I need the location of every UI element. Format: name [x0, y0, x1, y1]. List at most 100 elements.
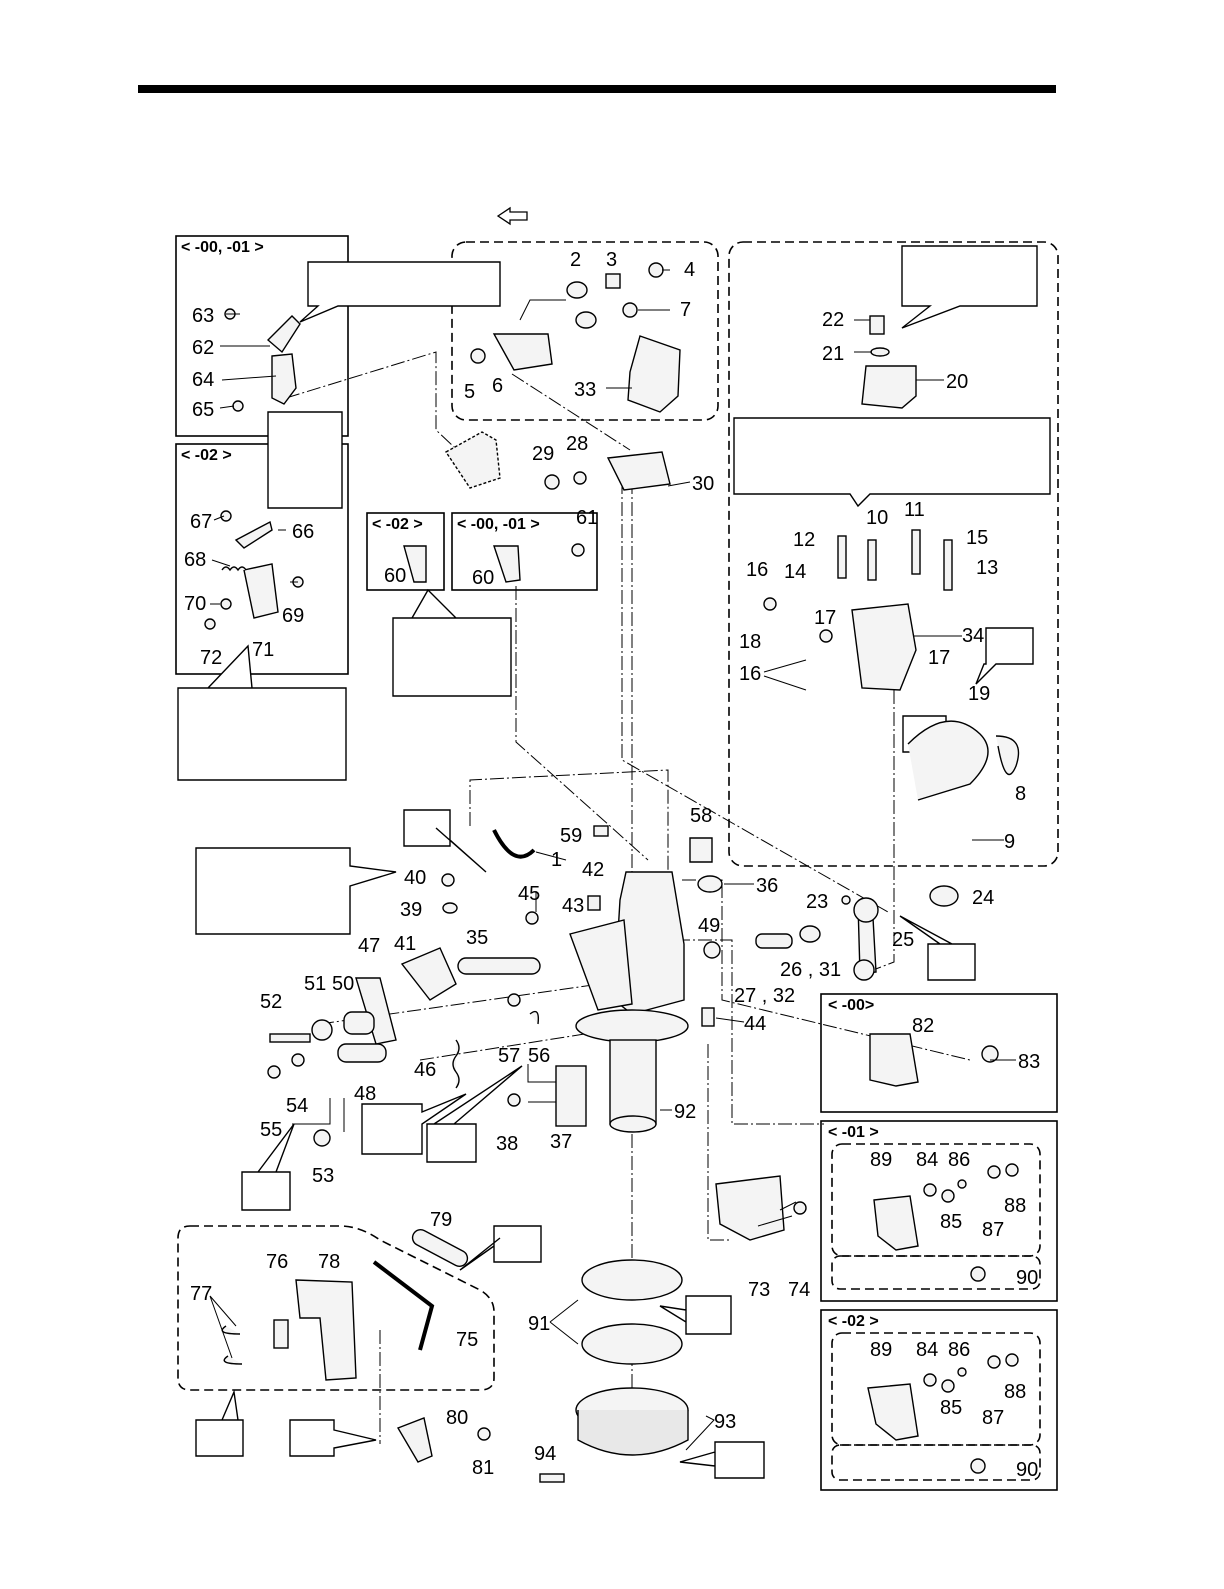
part-number-28: 28: [566, 433, 588, 455]
part-76-block: [273, 1319, 289, 1349]
part-number-67: 67: [190, 511, 212, 533]
part-number-21: 21: [822, 343, 844, 365]
part-number-89-b: 89: [870, 1339, 892, 1361]
part-64-shape: [271, 353, 297, 405]
callout-60: [392, 588, 512, 697]
variant-box-02-right: < -02 >: [820, 1309, 1058, 1491]
part-81-screw: [477, 1427, 491, 1441]
part-number-60-a: 60: [384, 565, 406, 587]
part-84-screw-a: [923, 1183, 937, 1197]
part-number-93: 93: [714, 1411, 736, 1433]
part-number-24: 24: [972, 887, 994, 909]
part-86-washer-a: [957, 1179, 967, 1189]
part-36-nut: [697, 875, 723, 893]
svg-text:< -00>: < -00>: [828, 997, 874, 1014]
part-number-14: 14: [784, 561, 806, 583]
part-number-89-a: 89: [870, 1149, 892, 1171]
part-number-74: 74: [788, 1279, 810, 1301]
part-2-shape: [566, 281, 588, 299]
part-57-screw: [507, 993, 521, 1007]
callout-1: [403, 809, 487, 873]
part-number-16-a: 16: [746, 559, 768, 581]
part-42-pin: [587, 895, 601, 911]
part-number-85-a: 85: [940, 1211, 962, 1233]
part-46-spring: [452, 1039, 460, 1089]
part-35-shaft: [457, 957, 541, 975]
part-number-25: 25: [892, 929, 914, 951]
part-85-nut-b: [941, 1379, 955, 1393]
part-9-wire: [907, 720, 989, 801]
part-number-44: 44: [744, 1013, 766, 1035]
part-61-screw: [571, 543, 585, 557]
callout-25: [899, 915, 976, 981]
part-number-36: 36: [756, 875, 778, 897]
part-number-9: 9: [1004, 831, 1015, 853]
part-33-shape: [627, 335, 681, 413]
part-number-39: 39: [400, 899, 422, 921]
part-number-46: 46: [414, 1059, 436, 1081]
part-50-sleeve: [343, 1011, 375, 1035]
part-number-50: 50: [332, 973, 354, 995]
part-90-screw-a: [970, 1266, 986, 1282]
part-88-screw-b: [1005, 1353, 1019, 1367]
part-80-shape: [396, 1417, 433, 1463]
part-number-12: 12: [793, 529, 815, 551]
part-4-screw: [648, 262, 664, 278]
part-number-59: 59: [560, 825, 582, 847]
part-number-55: 55: [260, 1119, 282, 1141]
part-number-83: 83: [1018, 1051, 1040, 1073]
part-number-82: 82: [912, 1015, 934, 1037]
callout-80: [289, 1419, 377, 1457]
part-number-17-b: 17: [928, 647, 950, 669]
part-67-screw: [220, 510, 232, 522]
callout-56: [426, 1065, 523, 1163]
part-27-screw: [755, 933, 793, 949]
header-rule: [138, 85, 1056, 93]
part-85-nut-a: [941, 1189, 955, 1203]
part-68-spring: [221, 566, 247, 572]
part-number-84-a: 84: [916, 1149, 938, 1171]
part-number-7: 7: [680, 299, 691, 321]
part-17-pin: [819, 629, 833, 643]
part-number-10: 10: [866, 507, 888, 529]
part-number-49: 49: [698, 915, 720, 937]
part-number-57: 57: [498, 1045, 520, 1067]
part-84-screw-b: [923, 1373, 937, 1387]
part-79-pin: [411, 1228, 469, 1268]
part-number-27-32: 27 , 32: [734, 985, 795, 1007]
part-34-shape: [851, 603, 917, 691]
callout-66: [267, 411, 343, 509]
part-75-wire: [372, 1260, 435, 1351]
part-43-bracket: [569, 919, 633, 1011]
callout-71: [177, 644, 347, 781]
part-87-washer-a: [987, 1165, 1001, 1179]
part-number-40: 40: [404, 867, 426, 889]
part-number-26-31: 26 , 31: [780, 959, 841, 981]
part-number-38: 38: [496, 1133, 518, 1155]
part-26-collar: [799, 925, 821, 943]
part-number-64: 64: [192, 369, 214, 391]
part-23-ball: [841, 895, 851, 905]
variant-box-01-right: < -01 >: [820, 1120, 1058, 1302]
subassembly-top-center: [451, 241, 719, 421]
part-number-56: 56: [528, 1045, 550, 1067]
part-number-87-a: 87: [982, 1219, 1004, 1241]
part-52-screw: [269, 1033, 311, 1043]
parts-art: [204, 262, 1020, 1483]
part-number-20: 20: [946, 371, 968, 393]
callout-34-group: [733, 417, 1051, 508]
svg-text:< -02 >: < -02 >: [372, 516, 423, 533]
part-number-88-a: 88: [1004, 1195, 1026, 1217]
part-77-clips: [221, 1325, 243, 1365]
part-51-bush: [311, 1019, 333, 1041]
part-22-screw: [869, 315, 885, 335]
part-30-shape: [606, 451, 671, 491]
callout-93: [679, 1441, 765, 1479]
callout-20: [901, 245, 1038, 329]
part-65-screw: [232, 400, 244, 412]
part-48-pin: [337, 1043, 387, 1063]
callout-19: [975, 627, 1034, 685]
part-number-54: 54: [286, 1095, 308, 1117]
part-number-70: 70: [184, 593, 206, 615]
svg-text:< -00, -01 >: < -00, -01 >: [181, 239, 264, 256]
